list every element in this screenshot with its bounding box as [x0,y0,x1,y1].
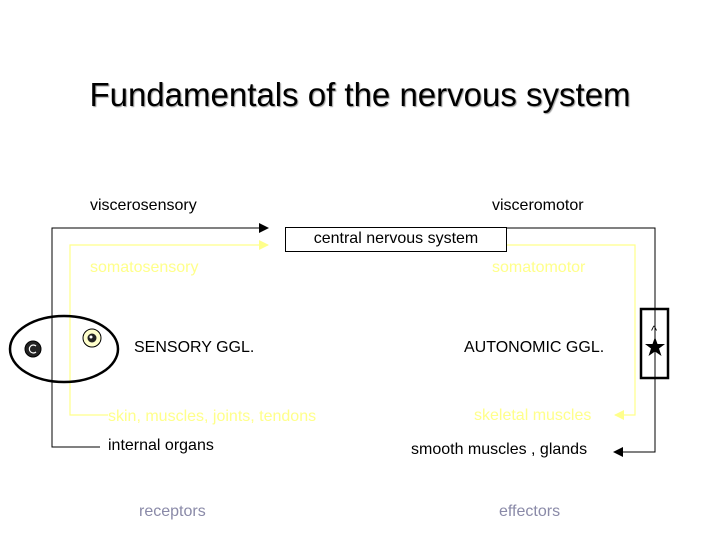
smooth-muscles-label: smooth muscles , glands [411,441,588,458]
skeletal-muscles-label: skeletal muscles [474,407,592,424]
visceral-neuron-cell-icon [24,340,42,358]
somatomotor-pathway [507,244,636,420]
receptors-label: receptors [139,503,206,520]
somatosensory-label: somatosensory [90,259,199,276]
viscerosensory-pathway [51,223,269,448]
somatosensory-pathway [69,240,269,416]
star-icon [645,337,665,356]
central-nervous-system-box: central nervous system [285,227,507,252]
internal-organs-label: internal organs [108,437,214,454]
visceromotor-label: visceromotor [492,197,584,214]
page-title: Fundamentals of the nervous system [89,76,631,113]
autonomic-ganglion-box [639,307,670,380]
sensory-ganglion-label: SENSORY GGL. [134,339,255,356]
effectors-label: effectors [499,503,561,520]
viscerosensory-label: viscerosensory [90,197,197,214]
autonomic-ganglion-label: AUTONOMIC GGL. [464,339,605,356]
caret-mark: ^ [651,323,658,338]
sensory-ganglion-outline [8,314,120,384]
skin-muscles-joints-label: skin, muscles, joints, tendons [108,408,317,425]
somatomotor-label: somatomotor [492,259,586,276]
